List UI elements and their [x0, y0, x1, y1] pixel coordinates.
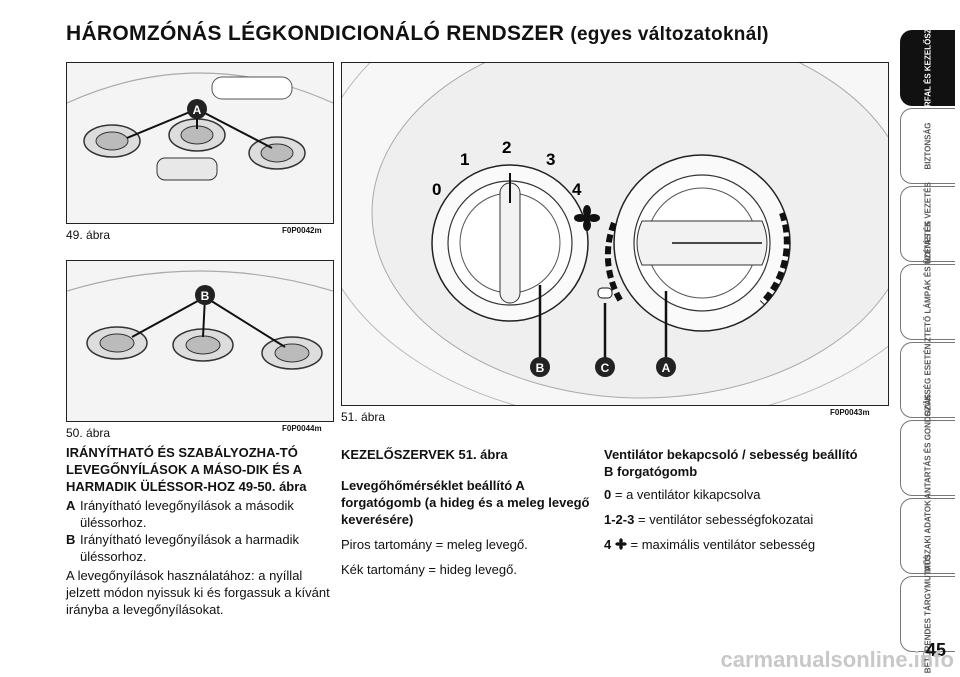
item-text: Irányítható levegőnyílások a harmadik ül…	[80, 532, 299, 564]
item-text: = ventilátor sebességfokozatai	[637, 512, 814, 527]
marker-a: A	[193, 103, 202, 117]
figure-49-caption: 49. ábra	[66, 228, 111, 242]
marker-b: B	[536, 361, 545, 375]
watermark: carmanualsonline.info	[720, 647, 955, 672]
marker-c: C	[601, 361, 610, 375]
tab-figyelmezteto[interactable]: FIGYELMEZTETŐ LÁMPÁK ÉS ÜZENETEK	[900, 221, 955, 383]
dial-number-3: 3	[546, 150, 555, 169]
text-line: Kék tartomány = hideg levegő.	[341, 562, 517, 577]
dial-number-0: 0	[432, 180, 441, 199]
marker-b: B	[201, 289, 210, 303]
tab-biztonsag[interactable]: BIZTONSÁG	[900, 108, 955, 184]
figure-51: 0 1 2 3 4 B C A	[341, 62, 889, 406]
item-text: = a ventilátor kikapcsolva	[614, 487, 761, 502]
list-item: 4 = maximális ventilátor sebesség	[604, 536, 864, 553]
tab-karbantartas[interactable]: KARBANTARTÁS ÉS GONDOZÁS	[900, 394, 955, 522]
tab-muszerfal[interactable]: MŰSZERFAL ÉS KEZELŐSZERVEK	[900, 1, 955, 135]
tab-label: BIZTONSÁG	[923, 122, 933, 170]
figure-50-caption: 50. ábra	[66, 426, 111, 440]
fan-icon	[574, 205, 600, 231]
figure-49-illustration: A	[67, 72, 333, 181]
item-key: A	[66, 498, 76, 513]
marker-a: A	[662, 361, 671, 375]
paragraph: A levegőnyílások használatához: a nyílla…	[66, 568, 330, 617]
text-line: Piros tartomány = meleg levegő.	[341, 537, 528, 552]
figure-50-illustration: B	[67, 270, 333, 370]
item-key: 1-2-3	[604, 512, 635, 527]
list-item: A Irányítható levegőnyílások a második ü…	[66, 497, 332, 531]
tab-targymutato[interactable]: BETŰRENDES TÁRGYMUTATÓ	[900, 555, 955, 673]
tab-szukseg[interactable]: SZÜKSÉG ESETÉN	[900, 342, 955, 418]
item-text: = maximális ventilátor sebesség	[630, 537, 816, 552]
fan-icon	[615, 538, 627, 550]
figure-49-code: F0P0042m	[282, 226, 322, 235]
item-key: B	[66, 532, 76, 547]
tab-muszaki[interactable]: MŰSZAKI ADATOK	[900, 498, 955, 574]
dial-number-2: 2	[502, 138, 511, 157]
title-sub: (egyes változatoknál)	[570, 24, 769, 45]
section-heading: Ventilátor bekapcsoló / sebesség beállít…	[604, 447, 858, 479]
list-item: 0 = a ventilátor kikapcsolva	[604, 486, 864, 503]
figure-51-code: F0P0043m	[830, 408, 870, 417]
list-item: B Irányítható levegőnyílások a harmadik …	[66, 531, 332, 565]
dial-number-4: 4	[572, 180, 582, 199]
section-subheading: Levegőhőmérséklet beállító A forgatógomb…	[341, 478, 590, 527]
figure-50: B	[66, 260, 334, 422]
tab-inditas[interactable]: INDÍTÁS ÉS VEZETÉS	[900, 182, 955, 266]
figure-51-illustration: 0 1 2 3 4 B C A	[342, 63, 888, 405]
item-key: 4	[604, 537, 612, 552]
middle-column: KEZELŐSZERVEK 51. ábra Levegőhőmérséklet…	[341, 446, 591, 578]
figure-49: A	[66, 62, 334, 224]
figure-50-code: F0P0044m	[282, 424, 322, 433]
right-column: Ventilátor bekapcsoló / sebesség beállít…	[604, 446, 864, 553]
left-column: IRÁNYÍTHATÓ ÉS SZABÁLYOZHA-TÓ LEVEGŐNYÍL…	[66, 444, 332, 618]
figure-51-caption: 51. ábra	[341, 410, 386, 424]
section-heading: IRÁNYÍTHATÓ ÉS SZABÁLYOZHA-TÓ LEVEGŐNYÍL…	[66, 445, 307, 494]
title-main: HÁROMZÓNÁS LÉGKONDICIONÁLÓ RENDSZER	[66, 22, 565, 45]
list-item: 1-2-3 = ventilátor sebességfokozatai	[604, 511, 864, 528]
item-key: 0	[604, 487, 612, 502]
section-heading: KEZELŐSZERVEK 51. ábra	[341, 447, 508, 462]
dial-number-1: 1	[460, 150, 469, 169]
page-title: HÁROMZÓNÁS LÉGKONDICIONÁLÓ RENDSZER (egy…	[66, 22, 769, 46]
page-number: 45	[925, 640, 946, 660]
item-text: Irányítható levegőnyílások a második ülé…	[80, 498, 294, 530]
